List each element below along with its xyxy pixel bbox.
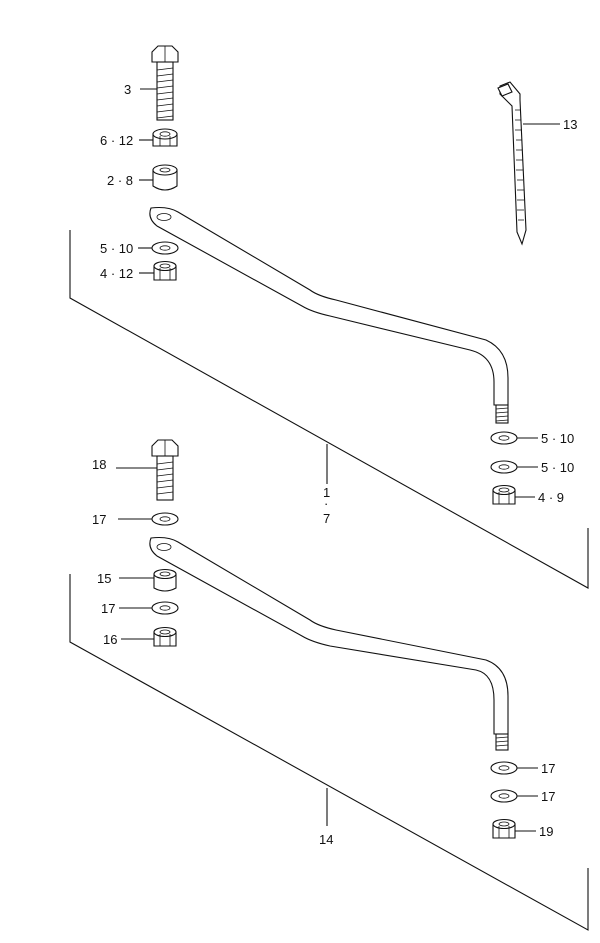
upper-collar: [152, 164, 178, 191]
upper-rod: [149, 206, 509, 424]
lower-washer-top: [151, 512, 179, 526]
lower-rod: [149, 536, 509, 751]
label-upper-collar: 2 · 8: [107, 173, 133, 188]
lower-assembly-frame: [69, 574, 589, 931]
label-lower-collar: 15: [97, 571, 111, 586]
lower-collar: [153, 568, 177, 592]
label-cable-tie: 13: [563, 117, 577, 132]
label-lower-nut: 16: [103, 632, 117, 647]
label-lower-rod-nut: 19: [539, 824, 553, 839]
label-upper-rod-nut: 4 · 9: [538, 490, 564, 505]
label-upper-nut-bottom: 4 · 12: [100, 266, 133, 281]
label-upper-rod-assy-b: 7: [323, 511, 330, 526]
lower-rod-washer-1: [490, 761, 518, 775]
label-lower-bolt: 18: [92, 457, 106, 472]
upper-washer: [151, 241, 179, 255]
upper-assembly-frame: [69, 230, 589, 589]
upper-rod-nut: [492, 484, 516, 505]
label-upper-rod-assy-dot: ·: [324, 496, 328, 511]
upper-rod-washer-1: [490, 431, 518, 445]
lower-bolt: [151, 439, 179, 501]
label-upper-rod-washer-2: 5 · 10: [541, 460, 574, 475]
label-upper-bolt: 3: [124, 82, 131, 97]
label-lower-rod-assy: 14: [319, 832, 333, 847]
label-lower-rod-washer-2: 17: [541, 789, 555, 804]
label-upper-rod-assy-a: 1: [323, 485, 330, 500]
label-upper-nut-top: 6 · 12: [100, 133, 133, 148]
upper-rod-washer-2: [490, 460, 518, 474]
label-lower-washer: 17: [101, 601, 115, 616]
lower-washer: [151, 601, 179, 615]
lower-rod-nut: [492, 818, 516, 839]
label-lower-washer-top: 17: [92, 512, 106, 527]
cable-tie: [497, 81, 527, 246]
label-upper-rod-washer-1: 5 · 10: [541, 431, 574, 446]
lower-rod-washer-2: [490, 789, 518, 803]
lower-nut: [153, 626, 177, 647]
label-lower-rod-washer-1: 17: [541, 761, 555, 776]
upper-nut-bottom: [153, 260, 177, 281]
label-upper-washer: 5 · 10: [100, 241, 133, 256]
upper-nut-top: [152, 128, 178, 147]
upper-bolt: [151, 45, 179, 121]
